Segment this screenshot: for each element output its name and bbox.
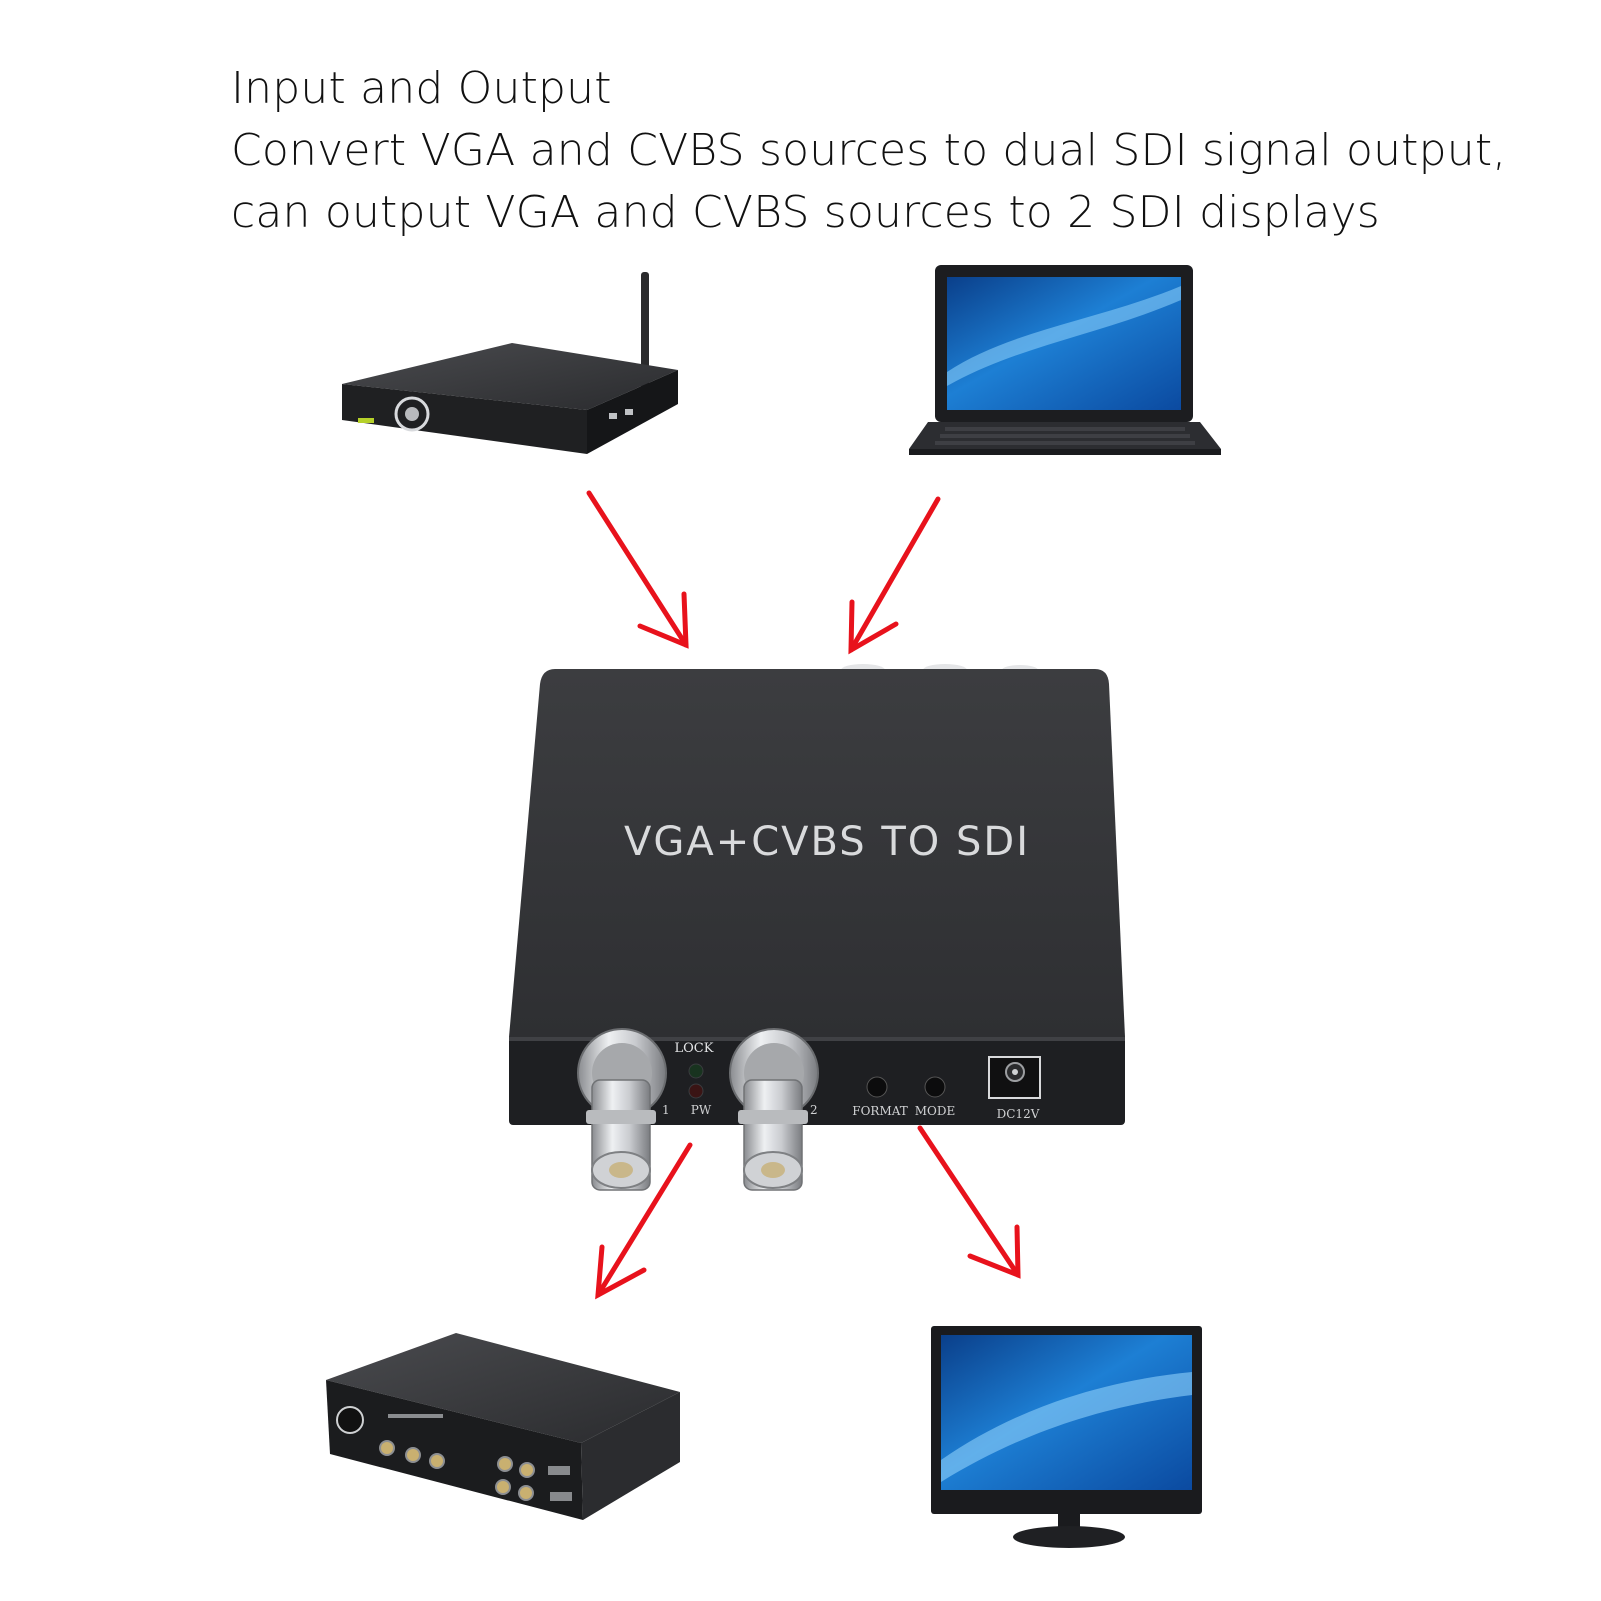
lock-led xyxy=(688,1063,704,1079)
power-led xyxy=(688,1083,704,1099)
converter-device: VGA+CVBS TO SDI 1 2 LOCK PW FORMAT MOD xyxy=(509,664,1125,1191)
monitor-icon xyxy=(931,1326,1202,1548)
set-top-box-icon xyxy=(342,272,678,454)
description-text: Input and Output Convert VGA and CVBS so… xyxy=(231,58,1571,244)
heading-line-1: Convert VGA and CVBS sources to dual SDI… xyxy=(231,125,1507,176)
converter-title: VGA+CVBS TO SDI xyxy=(624,819,1030,865)
port-2-label: 2 xyxy=(810,1103,818,1117)
sdi-bnc-port-1 xyxy=(577,1028,667,1191)
format-button[interactable] xyxy=(866,1076,888,1098)
dc12v-label: DC12V xyxy=(997,1107,1040,1121)
arrow-laptop-to-converter xyxy=(848,496,941,655)
laptop-icon xyxy=(909,265,1221,455)
heading-line-2: can output VGA and CVBS sources to 2 SDI… xyxy=(231,187,1380,238)
sdi-bnc-port-2 xyxy=(729,1028,819,1191)
port-1-label: 1 xyxy=(662,1103,670,1117)
arrow-converter-to-monitor xyxy=(917,1125,1021,1279)
dc-power-jack xyxy=(988,1056,1041,1099)
heading-title: Input and Output xyxy=(231,63,612,114)
format-label: FORMAT xyxy=(852,1104,908,1118)
mode-button[interactable] xyxy=(924,1076,946,1098)
arrow-converter-to-recorder xyxy=(595,1142,693,1300)
sdi-recorder-icon xyxy=(326,1333,680,1520)
pw-label: PW xyxy=(691,1103,712,1117)
arrow-set-top-box-to-converter xyxy=(586,490,689,649)
lock-label: LOCK xyxy=(675,1041,714,1056)
mode-label: MODE xyxy=(915,1104,956,1118)
